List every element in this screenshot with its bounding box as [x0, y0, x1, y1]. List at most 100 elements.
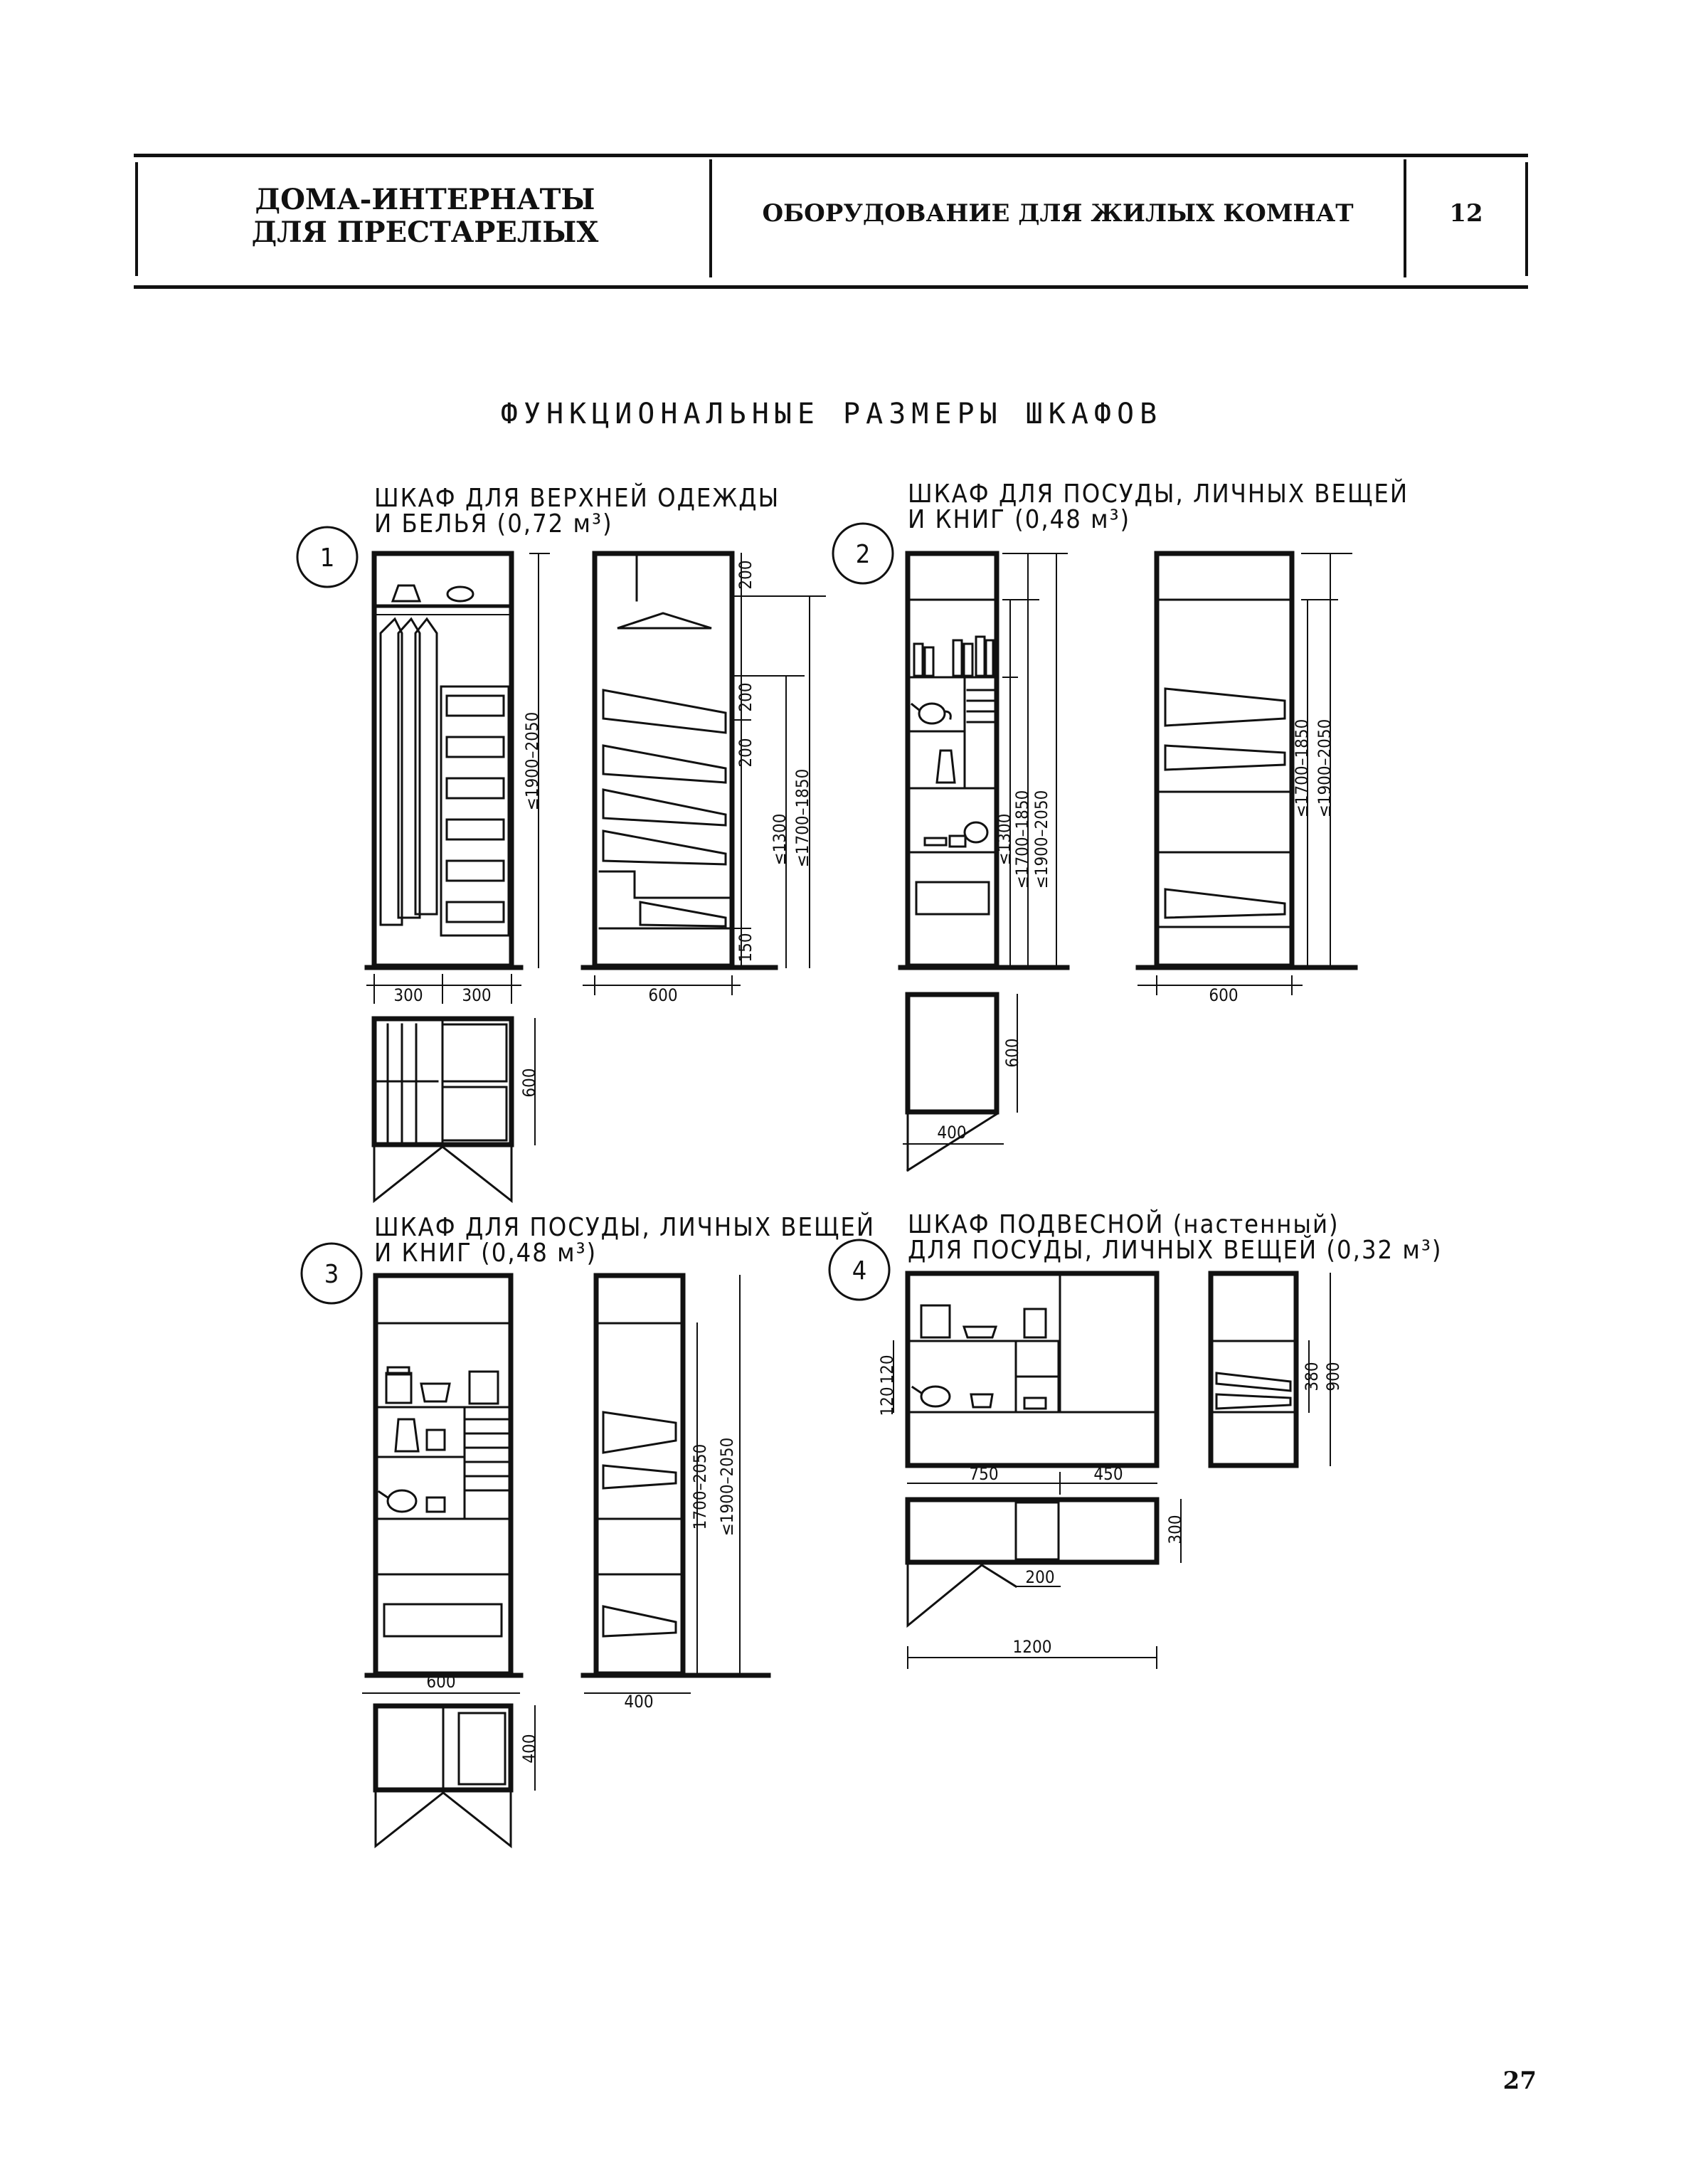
teapot-icon — [377, 1489, 418, 1513]
dim-label: 380 — [1302, 1362, 1322, 1391]
figure-4-plan — [905, 1497, 1160, 1565]
figure-1-height-label: ≤1900–2050 — [522, 712, 542, 811]
figure-3-circle — [300, 1242, 363, 1305]
header-section-title: ОБОРУДОВАНИЕ ДЛЯ ЖИЛЫХ КОМНАТ — [762, 199, 1354, 228]
header-divider-2 — [1404, 159, 1406, 277]
bowl-icon — [420, 1382, 451, 1403]
figure-1-drawer-stack — [440, 685, 510, 937]
figure-4-front-cabinet — [905, 1271, 1160, 1468]
figure-4-side-cabinet — [1208, 1271, 1299, 1468]
side-drawer-step — [598, 870, 731, 899]
coat-icon-3 — [414, 617, 438, 916]
dim-label: ≤1700–1850 — [1292, 719, 1312, 818]
dim-label: 600 — [426, 1672, 455, 1692]
page-title: ФУНКЦИОНАЛЬНЫЕ РАЗМЕРЫ ШКАФОВ — [501, 398, 1162, 430]
figure-1-caption-line2: И БЕЛЬЯ (0,72 м³) — [374, 509, 613, 539]
header-right-border — [1525, 162, 1528, 276]
hat-icon-2 — [446, 585, 474, 603]
figure-2-plan — [905, 992, 999, 1115]
dim-label: 600 — [519, 1068, 539, 1097]
book-stack-icon — [465, 1418, 510, 1492]
dim-label: 300 — [1165, 1515, 1185, 1544]
figure-1: 1 ШКАФ ДЛЯ ВЕРХНЕЙ ОДЕЖДЫ И БЕЛЬЯ (0,72 … — [296, 483, 826, 1204]
header-sheet-number: 12 — [1449, 199, 1483, 228]
dim-label: ≤1900–2050 — [1032, 790, 1051, 889]
dim-label: 200 — [1025, 1567, 1054, 1587]
dim-label: 200 — [736, 682, 755, 711]
dim-label: ≤1300 — [995, 813, 1014, 865]
figure-1-circle — [296, 526, 359, 588]
plan-compartment — [441, 1023, 508, 1083]
page-number: 27 — [1502, 2067, 1537, 2095]
jar-icon — [920, 1304, 951, 1339]
cup-icon — [1023, 1396, 1047, 1410]
dim-label: ≤1900–2050 — [1315, 719, 1335, 818]
dim-label: 600 — [648, 985, 677, 1005]
jug-icon — [935, 749, 956, 784]
door-swing — [373, 1145, 513, 1204]
folded-item — [602, 1411, 677, 1454]
dim-label: 120 — [877, 1387, 897, 1416]
dim-label: ≤1300 — [770, 813, 790, 865]
figure-1-number: 1 — [320, 544, 335, 573]
jug-icon — [394, 1418, 420, 1453]
dim-label: 900 — [1323, 1362, 1343, 1391]
dim-label: 200 — [736, 560, 755, 589]
dim-label: 600 — [1002, 1038, 1022, 1067]
folded-item — [602, 744, 727, 784]
header-series-title: ДОМА-ИНТЕРНАТЫ ДЛЯ ПРЕСТАРЕЛЫХ — [251, 183, 599, 249]
teapot-icon — [923, 821, 989, 848]
door-swing — [906, 1564, 1018, 1628]
cup-icon — [425, 1496, 446, 1513]
header-left-border — [135, 162, 138, 276]
figure-1-width-right: 300 — [462, 985, 491, 1005]
folded-item — [602, 1605, 677, 1638]
door-swing — [374, 1791, 512, 1849]
dim-label: 200 — [736, 738, 755, 767]
hat-icon — [391, 584, 422, 603]
figure-2-side-cabinet — [1154, 551, 1295, 969]
dim-label: ≤1700–1850 — [1012, 790, 1032, 889]
figure-3: 3 ШКАФ ДЛЯ ПОСУДЫ, ЛИЧНЫХ ВЕЩЕЙ И КНИГ (… — [300, 1212, 875, 1849]
figure-4-number: 4 — [852, 1256, 867, 1286]
figure-4-caption-line2: ДЛЯ ПОСУДЫ, ЛИЧНЫХ ВЕЩЕЙ (0,32 м³) — [908, 1235, 1442, 1265]
folded-item — [1164, 888, 1286, 919]
folded-item — [602, 788, 727, 827]
dim-label: 400 — [519, 1734, 539, 1763]
figure-2-number: 2 — [856, 540, 871, 569]
header-divider-1 — [709, 159, 712, 277]
jar-icon — [468, 1370, 499, 1405]
teapot-icon — [911, 1385, 951, 1408]
drawer — [445, 818, 505, 841]
dim-label: ≤1900–2050 — [717, 1438, 737, 1537]
book-stack-icon — [966, 689, 996, 723]
plan-compartment — [457, 1712, 507, 1786]
figure-2-circle — [832, 522, 894, 585]
dim-label: 450 — [1093, 1464, 1123, 1484]
folded-item — [602, 829, 727, 866]
door-swing — [906, 1112, 999, 1172]
folded-item — [602, 1464, 677, 1490]
drawer — [445, 777, 505, 800]
figure-1-caption-line1: ШКАФ ДЛЯ ВЕРХНЕЙ ОДЕЖДЫ — [374, 483, 780, 513]
drawer — [445, 736, 505, 758]
drawer — [445, 901, 505, 923]
dim-label: ≤1700–1850 — [792, 769, 812, 868]
folded-item — [602, 689, 727, 734]
cup-icon — [1023, 1308, 1047, 1339]
figure-2-caption-line2: И КНИГ (0,48 м³) — [908, 505, 1130, 534]
dim-label: 120 — [877, 1355, 897, 1384]
jar-icon — [385, 1366, 413, 1404]
drawer — [445, 694, 505, 717]
figure-1-width-left: 300 — [393, 985, 423, 1005]
folded-item — [1215, 1372, 1292, 1392]
figure-2-caption-line1: ШКАФ ДЛЯ ПОСУДЫ, ЛИЧНЫХ ВЕЩЕЙ — [908, 479, 1409, 509]
drawer — [915, 881, 990, 916]
figure-3-caption-line1: ШКАФ ДЛЯ ПОСУДЫ, ЛИЧНЫХ ВЕЩЕЙ — [374, 1212, 875, 1242]
books-icon — [913, 635, 995, 677]
folded-item — [639, 901, 727, 928]
dim-label: 1200 — [1013, 1637, 1052, 1657]
dim-label: 1700–2050 — [690, 1444, 710, 1530]
